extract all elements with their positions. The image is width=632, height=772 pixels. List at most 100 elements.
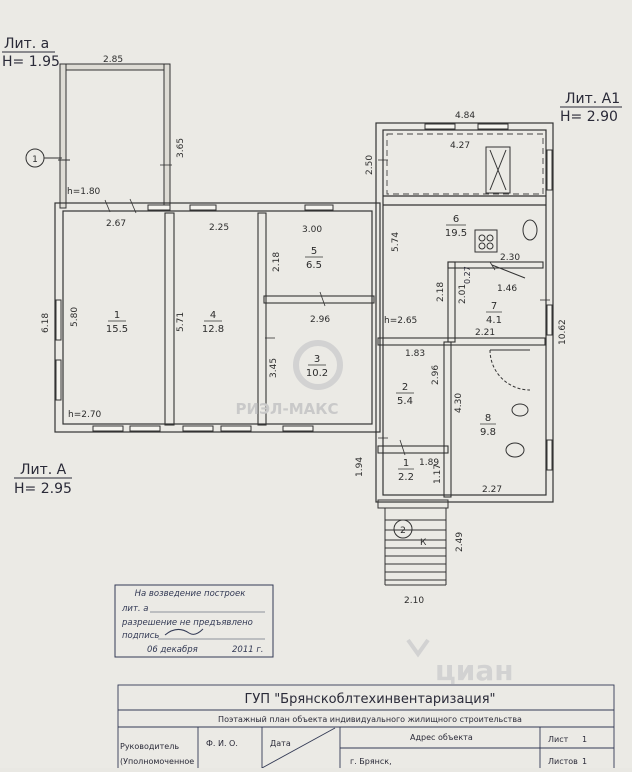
dim-4-30: 4.30 — [454, 393, 464, 413]
room-8-label: 8 9.8 — [480, 413, 496, 438]
room-number: 2 — [402, 382, 408, 393]
room-number: 7 — [491, 301, 497, 312]
lit-a-small-height: H= 1.95 — [2, 54, 60, 70]
cian-logo-icon — [406, 638, 430, 658]
windows-a1 — [424, 123, 553, 471]
dim-2-49: 2.49 — [455, 532, 465, 552]
entrance-markers — [25, 148, 413, 539]
room-area: 5.4 — [397, 396, 413, 407]
sheets-label: Листов — [548, 757, 578, 766]
main-house-walls — [54, 202, 381, 433]
title-subtitle: Поэтажный план объекта индивидуального ж… — [218, 715, 522, 724]
stamp-line-3: разрешение не предъявлено — [121, 618, 253, 628]
dimension-texts: 2.85 3.65 h=1.80 2.67 2.25 3.00 4.84 4.2… — [41, 55, 568, 606]
dim-2-27: 2.27 — [482, 485, 502, 495]
col-date: Дата — [270, 739, 291, 748]
room-number: 8 — [485, 413, 491, 424]
dim-2-30: 2.30 — [500, 253, 520, 263]
dim-2-21: 2.21 — [475, 328, 495, 338]
porch-steps — [377, 499, 449, 586]
dashed-zone — [386, 133, 544, 195]
room-area: 9.8 — [480, 427, 496, 438]
sheets-number: 1 — [582, 757, 587, 766]
dim-2-67: 2.67 — [106, 219, 126, 229]
dim-h-2-65: h=2.65 — [384, 316, 417, 326]
dim-5-71: 5.71 — [176, 312, 186, 332]
dim-4-84: 4.84 — [455, 111, 475, 121]
watermark-cian-text: циан — [435, 654, 514, 687]
stamp-line-5: 06 декабря — [147, 645, 198, 655]
title-org: ГУП "Брянскоблтехинвентаризация" — [244, 692, 495, 707]
room-area: 4.1 — [486, 315, 502, 326]
dim-6-18: 6.18 — [41, 313, 51, 333]
approval-stamp: На возведение построек лит. а разрешение… — [114, 584, 274, 658]
lit-a-label: Лит. А — [20, 462, 67, 478]
dim-5-74: 5.74 — [391, 232, 401, 252]
watermark-cian: циан — [406, 638, 514, 687]
entrance-1-label: 1 — [32, 155, 38, 165]
dim-2-25: 2.25 — [209, 223, 229, 233]
room-1-label: 1 15.5 — [106, 310, 128, 335]
dim-h-1-80: h=1.80 — [67, 187, 101, 197]
extension-partitions — [377, 261, 546, 498]
dim-2-10: 2.10 — [404, 596, 424, 606]
stamp-line-6: 2011 г. — [232, 645, 264, 655]
room-1-vestibule-label: 1 2.2 — [398, 458, 414, 483]
dim-5-80: 5.80 — [70, 307, 80, 327]
dim-3-00: 3.00 — [302, 225, 322, 235]
sheet-number: 1 — [582, 735, 587, 744]
dim-2-85: 2.85 — [103, 55, 123, 65]
dim-3-65: 3.65 — [176, 138, 186, 158]
watermark-rieltor-text: РИЭЛ-МАКС — [235, 400, 338, 418]
lit-a1-label: Лит. А1 — [565, 91, 620, 107]
room-area: 12.8 — [202, 324, 224, 335]
main-house-partitions — [164, 212, 375, 426]
dim-h-2-70: h=2.70 — [68, 410, 102, 420]
sheet-label: Лист — [548, 735, 569, 744]
dim-10-62: 10.62 — [558, 319, 568, 345]
extension-lit-a1 — [375, 122, 554, 503]
city-text: г. Брянск, — [350, 757, 392, 766]
room-number: 3 — [314, 354, 320, 365]
room-3-label: 3 10.2 — [306, 354, 328, 379]
dim-1-46: 1.46 — [497, 284, 517, 294]
room-area: 2.2 — [398, 472, 414, 483]
k-mark: К — [420, 538, 427, 548]
dim-2-18-room6: 2.18 — [436, 282, 446, 302]
dim-1-94: 1.94 — [355, 457, 365, 477]
room-area: 6.5 — [306, 260, 322, 271]
col-address: Адрес объекта — [410, 733, 473, 742]
title-block — [117, 684, 615, 772]
dim-2-50: 2.50 — [365, 155, 375, 175]
room-4-label: 4 12.8 — [202, 310, 224, 335]
room-2-label: 2 5.4 — [396, 382, 414, 407]
col-head: Руководитель — [120, 742, 179, 751]
dim-0-27: 0.27 — [463, 266, 472, 284]
room-number: 5 — [311, 246, 317, 257]
room-area: 10.2 — [306, 368, 328, 379]
fixtures — [474, 146, 538, 458]
col-head-2: (Уполномоченное — [120, 757, 194, 766]
dimension-lines — [104, 159, 550, 456]
room-area: 19.5 — [445, 228, 467, 239]
stamp-line-4: подпись — [122, 631, 159, 641]
signature-scribble — [164, 628, 204, 636]
dim-1-17: 1.17 — [433, 464, 443, 484]
col-fio: Ф. И. О. — [206, 739, 238, 748]
dim-1-83: 1.83 — [405, 349, 425, 359]
watermark-rieltor: РИЭЛ-МАКС — [235, 340, 343, 418]
room-area: 15.5 — [106, 324, 128, 335]
room-number: 1 — [114, 310, 120, 321]
room-number: 6 — [453, 214, 459, 225]
dim-2-96-room3: 2.96 — [310, 315, 330, 325]
dim-1-89: 1.89 — [419, 458, 439, 468]
room-6-label: 6 19.5 — [445, 214, 467, 239]
dim-2-01: 2.01 — [458, 284, 468, 304]
entrance-2-label: 2 — [400, 526, 406, 536]
stamp-line-1: На возведение построек — [135, 589, 247, 599]
room-labels: 1 15.5 4 12.8 5 6.5 3 10.2 6 19.5 7 4.1 — [106, 214, 502, 483]
room-7-label: 7 4.1 — [486, 301, 502, 326]
dim-4-27: 4.27 — [450, 141, 470, 151]
